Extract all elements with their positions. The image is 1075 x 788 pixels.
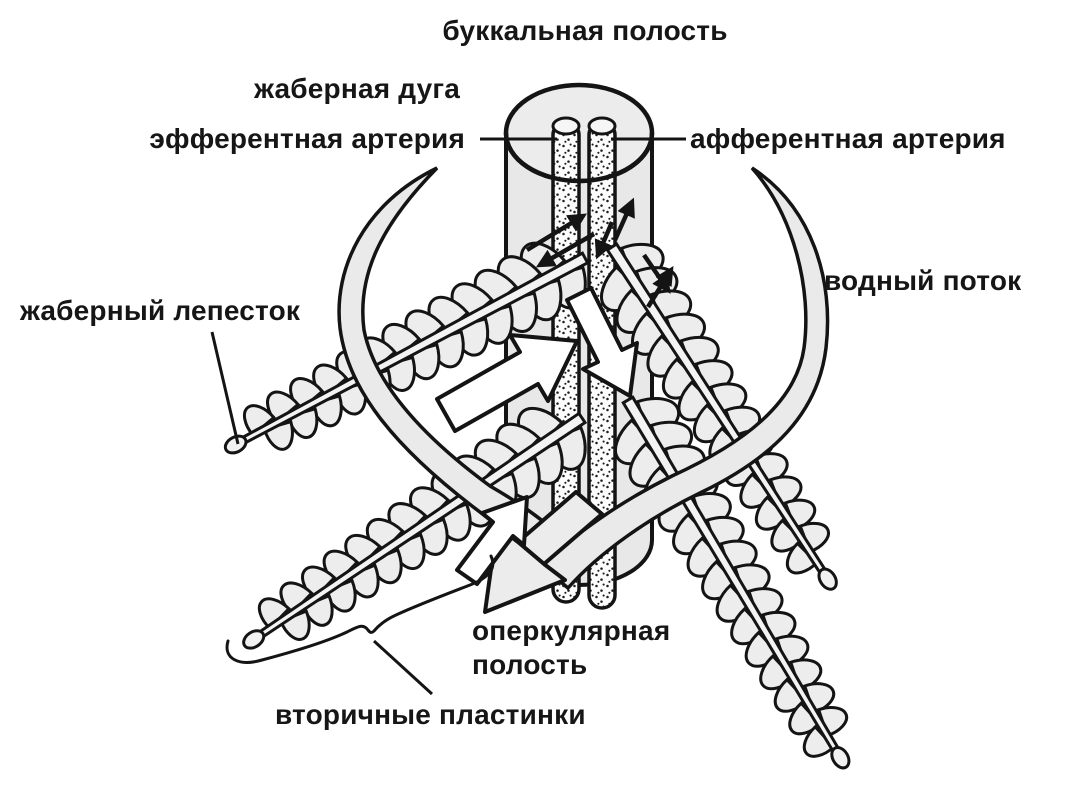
gill-filament-3 <box>589 233 838 591</box>
label-gill-filament: жаберный лепесток <box>20 295 301 326</box>
leader-lines <box>210 137 686 696</box>
interlamellar-flow-arrows <box>435 286 639 586</box>
label-buccal-cavity: буккальная полость <box>442 15 728 46</box>
flow-arrow-bottom <box>455 495 529 586</box>
label-water-flow: водный поток <box>824 265 1022 296</box>
secondary-lamellae-brace <box>225 554 495 664</box>
gill-filament-2 <box>242 396 596 650</box>
filament-leader <box>210 331 240 445</box>
lamellae-leader <box>372 639 434 696</box>
label-gill-arch: жаберная дуга <box>254 73 460 104</box>
blood-flow-arrows <box>525 197 674 309</box>
label-opercular-cavity: оперкулярная полость <box>472 615 671 681</box>
flow-arrow-down-right <box>565 286 639 398</box>
label-afferent-artery: афферентная артерия <box>690 123 1006 154</box>
label-secondary-lamellae: вторичные пластинки <box>275 699 586 730</box>
label-efferent-artery: эфферентная артерия <box>149 123 465 154</box>
flow-arrow-up-right <box>435 333 579 433</box>
